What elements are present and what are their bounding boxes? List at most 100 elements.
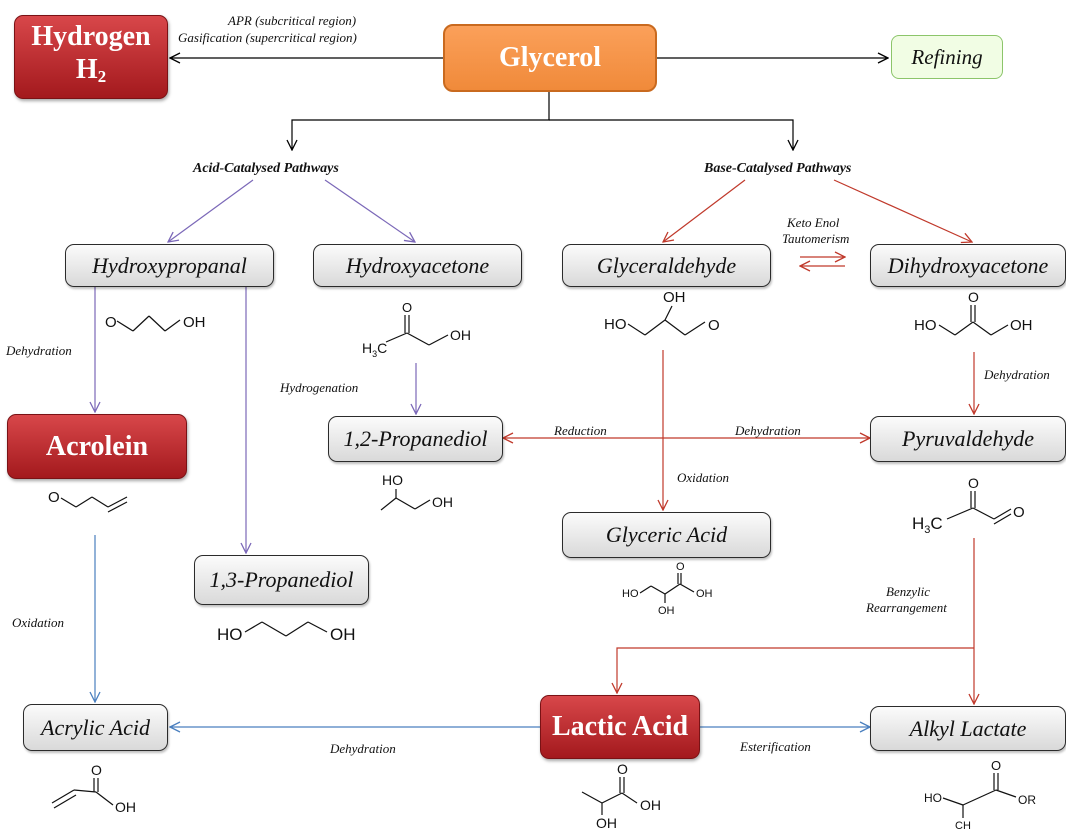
h3c-label: H3C [362,340,387,359]
atom-label: OH [596,815,617,829]
label-dehydration-dha: Dehydration [984,367,1050,382]
atom-label: HO [217,625,243,644]
atom-label: OH [450,327,471,343]
node-12-propanediol: 1,2-Propanediol [328,416,503,462]
label-keto-enol: Keto Enol [787,215,840,230]
atom-label: O [968,475,979,491]
hydrogen-formula: H2 [75,54,107,87]
node-13-propanediol: 1,3-Propanediol [194,555,369,605]
node-glyceraldehyde: Glyceraldehyde [562,244,771,287]
base-pathway-header: Base-Catalysed Pathways [704,161,852,176]
glyceraldehyde-label: Glyceraldehyde [596,252,737,278]
atom-label: O [617,761,628,777]
atom-label: O [708,317,720,334]
glycerol-label: Glycerol [498,42,602,73]
label-apr: APR (subcritical region) [228,13,357,28]
arrow-base-to-glyceraldehyde [663,179,746,242]
node-alkyl-lactate: Alkyl Lactate [870,706,1066,751]
atom-label: OH [432,494,453,510]
atom-label: HO [604,316,627,333]
atom-label: OH [640,797,661,813]
atom-label: HO [924,791,942,805]
label-dehydration-lactic: Dehydration [330,741,396,756]
label-rearrangement: Rearrangement [866,600,947,615]
atom-label: CH [955,820,971,829]
h3c-label: H3C [912,514,943,536]
hydroxypropanal-label: Hydroxypropanal [92,252,247,278]
atom-label: O [91,762,102,778]
arrow-acid-to-hydroxyacetone [324,179,415,242]
dihydroxyacetone-label: Dihydroxyacetone [887,252,1049,278]
12-propanediol-structure: HO OH [380,472,453,511]
refining-label: Refining [911,44,983,69]
atom-label: OH [183,314,206,331]
node-acrylic-acid: Acrylic Acid [23,704,168,751]
atom-label: O [1013,504,1025,521]
lactic-acid-label: Lactic Acid [551,711,689,742]
atom-label: OH [658,605,675,617]
label-tautomerism: Tautomerism [782,231,850,246]
pyruvaldehyde-structure: O H3C O [912,475,1025,536]
node-hydroxyacetone: Hydroxyacetone [313,244,522,287]
glyceraldehyde-structure: OH HO O [604,289,720,336]
alkyl-lactate-structure: O HO OR CH [924,758,1036,829]
13-propanediol-label: 1,3-Propanediol [209,567,354,592]
label-dehydration-hydroxypropanal: Dehydration [6,343,72,358]
node-glyceric-acid: Glyceric Acid [562,512,771,558]
atom-label: O [968,289,979,305]
12-propanediol-label: 1,2-Propanediol [343,426,488,451]
atom-label: O [105,314,117,331]
label-esterification: Esterification [740,739,811,754]
hydroxyacetone-label: Hydroxyacetone [345,252,490,278]
atom-label: OH [663,289,686,306]
glyceric-acid-label: Glyceric Acid [605,522,728,547]
lactic-acid-structure: O OH OH [581,761,661,829]
label-reduction: Reduction [554,423,607,438]
node-hydroxypropanal: Hydroxypropanal [65,244,274,287]
13-propanediol-structure: HO OH [217,621,356,644]
atom-label: HO [914,317,937,334]
label-gasification: Gasification (supercritical region) [178,30,357,45]
atom-label: O [402,300,412,315]
arrow-glycerol-split-right [549,119,793,150]
arrow-base-to-dihydroxyacetone [833,179,972,242]
arrow-acid-to-hydroxypropanal [168,179,254,242]
pyruvaldehyde-label: Pyruvaldehyde [902,426,1034,451]
atom-label: O [991,758,1001,773]
alkyl-lactate-label: Alkyl Lactate [909,715,1027,741]
hydroxypropanal-structure: O OH [105,314,206,332]
atom-label: O [48,489,60,506]
node-dihydroxyacetone: Dihydroxyacetone [870,244,1066,287]
atom-label: OH [330,625,356,644]
dihydroxyacetone-structure: O HO OH [914,289,1033,336]
label-oxidation-glyceraldehyde: Oxidation [677,470,729,485]
atom-label: OH [115,799,136,815]
acid-pathway-header: Acid-Catalysed Pathways [193,161,339,176]
acrolein-structure: O [48,489,128,513]
atom-label: HO [382,472,403,488]
label-hydrogenation: Hydrogenation [280,380,359,395]
atom-label: OH [1010,317,1033,334]
atom-label: OH [696,588,713,600]
node-pyruvaldehyde: Pyruvaldehyde [870,416,1066,462]
node-lactic-acid: Lactic Acid [540,695,700,759]
hydroxyacetone-structure: O H3C OH [362,300,471,359]
atom-label: HO [622,588,639,600]
acrylic-acid-label: Acrylic Acid [41,714,150,740]
node-acrolein: Acrolein [7,414,187,479]
atom-label: OR [1018,793,1036,807]
hydrogen-label: Hydrogen [31,21,151,53]
atom-label: O [676,561,685,573]
arrow-glycerol-split [292,92,550,150]
glyceric-acid-structure: O HO OH OH [622,561,713,617]
node-hydrogen: Hydrogen H2 [14,15,168,99]
label-oxidation-acrolein: Oxidation [12,615,64,630]
acrylic-acid-structure: O OH [51,762,136,815]
arrow-pyruvaldehyde-to-lactic-acid [617,647,974,693]
acrolein-label: Acrolein [45,430,149,462]
label-dehydration-mid: Dehydration [735,423,801,438]
node-refining: Refining [891,35,1003,79]
